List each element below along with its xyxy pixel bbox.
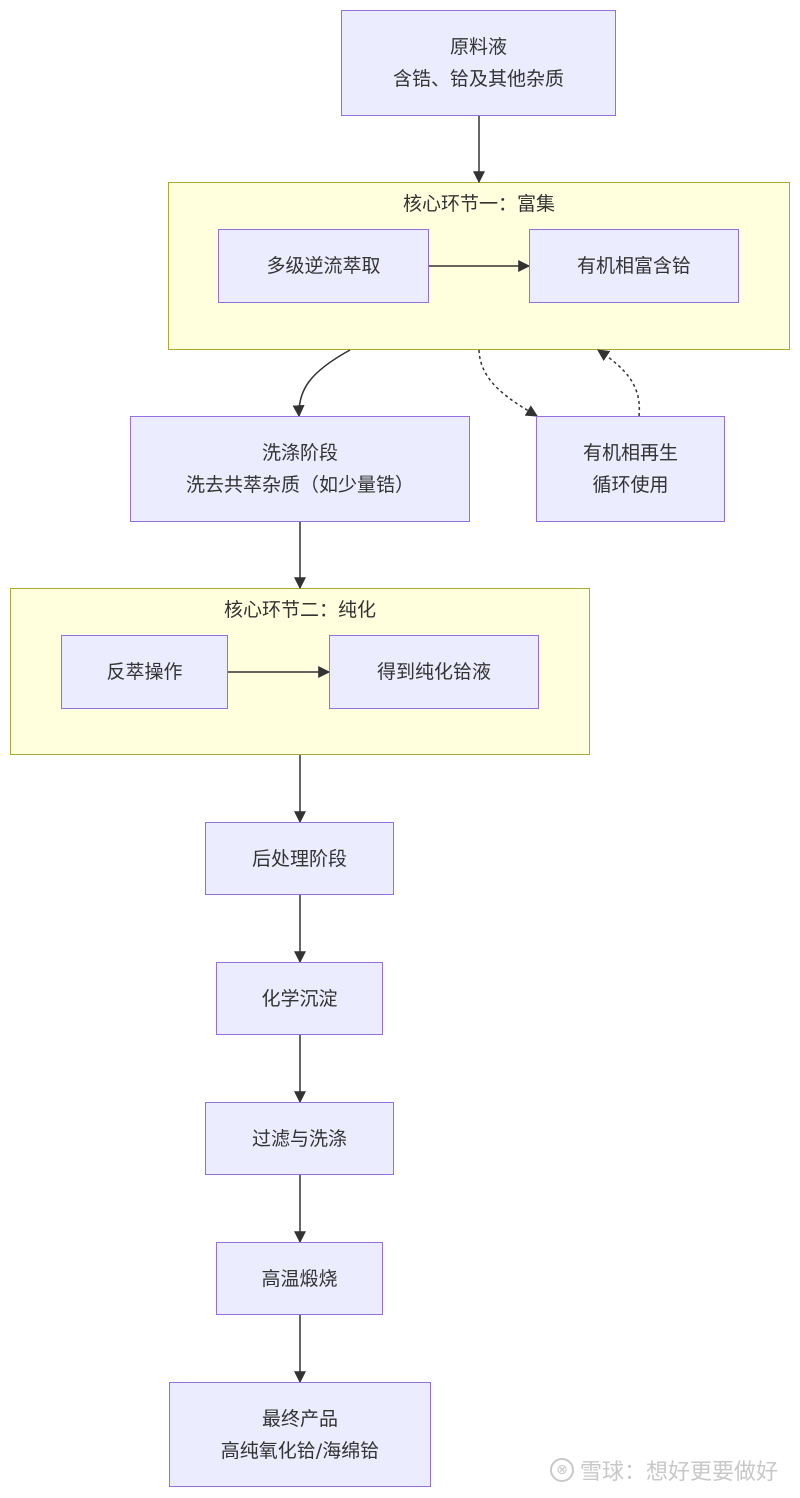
node-stripping-label: 反萃操作 bbox=[106, 661, 183, 683]
node-post-processing-label: 后处理阶段 bbox=[251, 847, 347, 870]
node-high-temp-calcination-label: 高温煅烧 bbox=[261, 1267, 338, 1290]
node-organic-regeneration-title: 有机相再生 bbox=[582, 442, 678, 464]
watermark-text: 雪球：想好更要做好 bbox=[579, 1460, 778, 1485]
node-final-product: 最终产品 高纯氧化铪/海绵铪 bbox=[169, 1382, 431, 1487]
node-raw-material: 原料液 含锆、铪及其他杂质 bbox=[341, 10, 616, 116]
node-counter-current-extraction: 多级逆流萃取 bbox=[218, 229, 429, 303]
node-chemical-precipitation: 化学沉淀 bbox=[216, 962, 383, 1035]
node-raw-material-detail: 含锆、铪及其他杂质 bbox=[392, 68, 564, 90]
node-washing-stage-title: 洗涤阶段 bbox=[261, 442, 338, 464]
edge-regen-to-enrich bbox=[597, 349, 641, 417]
node-final-product-detail: 高纯氧化铪/海绵铪 bbox=[220, 1439, 380, 1462]
node-washing-stage: 洗涤阶段 洗去共萃杂质（如少量锆） bbox=[130, 416, 470, 522]
cluster-enrichment-title: 核心环节一：富集 bbox=[402, 193, 555, 215]
node-purified-hafnium-liquid: 得到纯化铪液 bbox=[329, 635, 539, 709]
node-organic-regeneration-detail: 循环使用 bbox=[592, 474, 669, 496]
node-chemical-precipitation-label: 化学沉淀 bbox=[261, 987, 338, 1010]
edge-enrich-to-regen bbox=[478, 349, 539, 417]
node-purified-hafnium-liquid-label: 得到纯化铪液 bbox=[376, 661, 491, 683]
node-washing-stage-detail: 洗去共萃杂质（如少量锆） bbox=[185, 474, 414, 496]
cluster-purification-title: 核心环节二：纯化 bbox=[223, 599, 376, 621]
node-counter-current-extraction-label: 多级逆流萃取 bbox=[266, 255, 381, 277]
node-filtration-washing-label: 过滤与洗涤 bbox=[251, 1127, 347, 1150]
watermark: ⊗ 雪球：想好更要做好 bbox=[549, 1454, 778, 1486]
xueqiu-logo-icon: ⊗ bbox=[549, 1458, 574, 1482]
node-filtration-washing: 过滤与洗涤 bbox=[205, 1102, 394, 1175]
edge-enrich-to-wash bbox=[292, 349, 351, 418]
node-organic-phase-hafnium-label: 有机相富含铪 bbox=[576, 255, 691, 277]
node-organic-regeneration: 有机相再生 循环使用 bbox=[536, 416, 725, 522]
node-post-processing: 后处理阶段 bbox=[205, 822, 394, 895]
node-raw-material-title: 原料液 bbox=[449, 36, 507, 58]
node-organic-phase-hafnium: 有机相富含铪 bbox=[529, 229, 739, 303]
node-stripping: 反萃操作 bbox=[61, 635, 228, 709]
node-final-product-title: 最终产品 bbox=[261, 1407, 338, 1430]
node-high-temp-calcination: 高温煅烧 bbox=[216, 1242, 383, 1315]
